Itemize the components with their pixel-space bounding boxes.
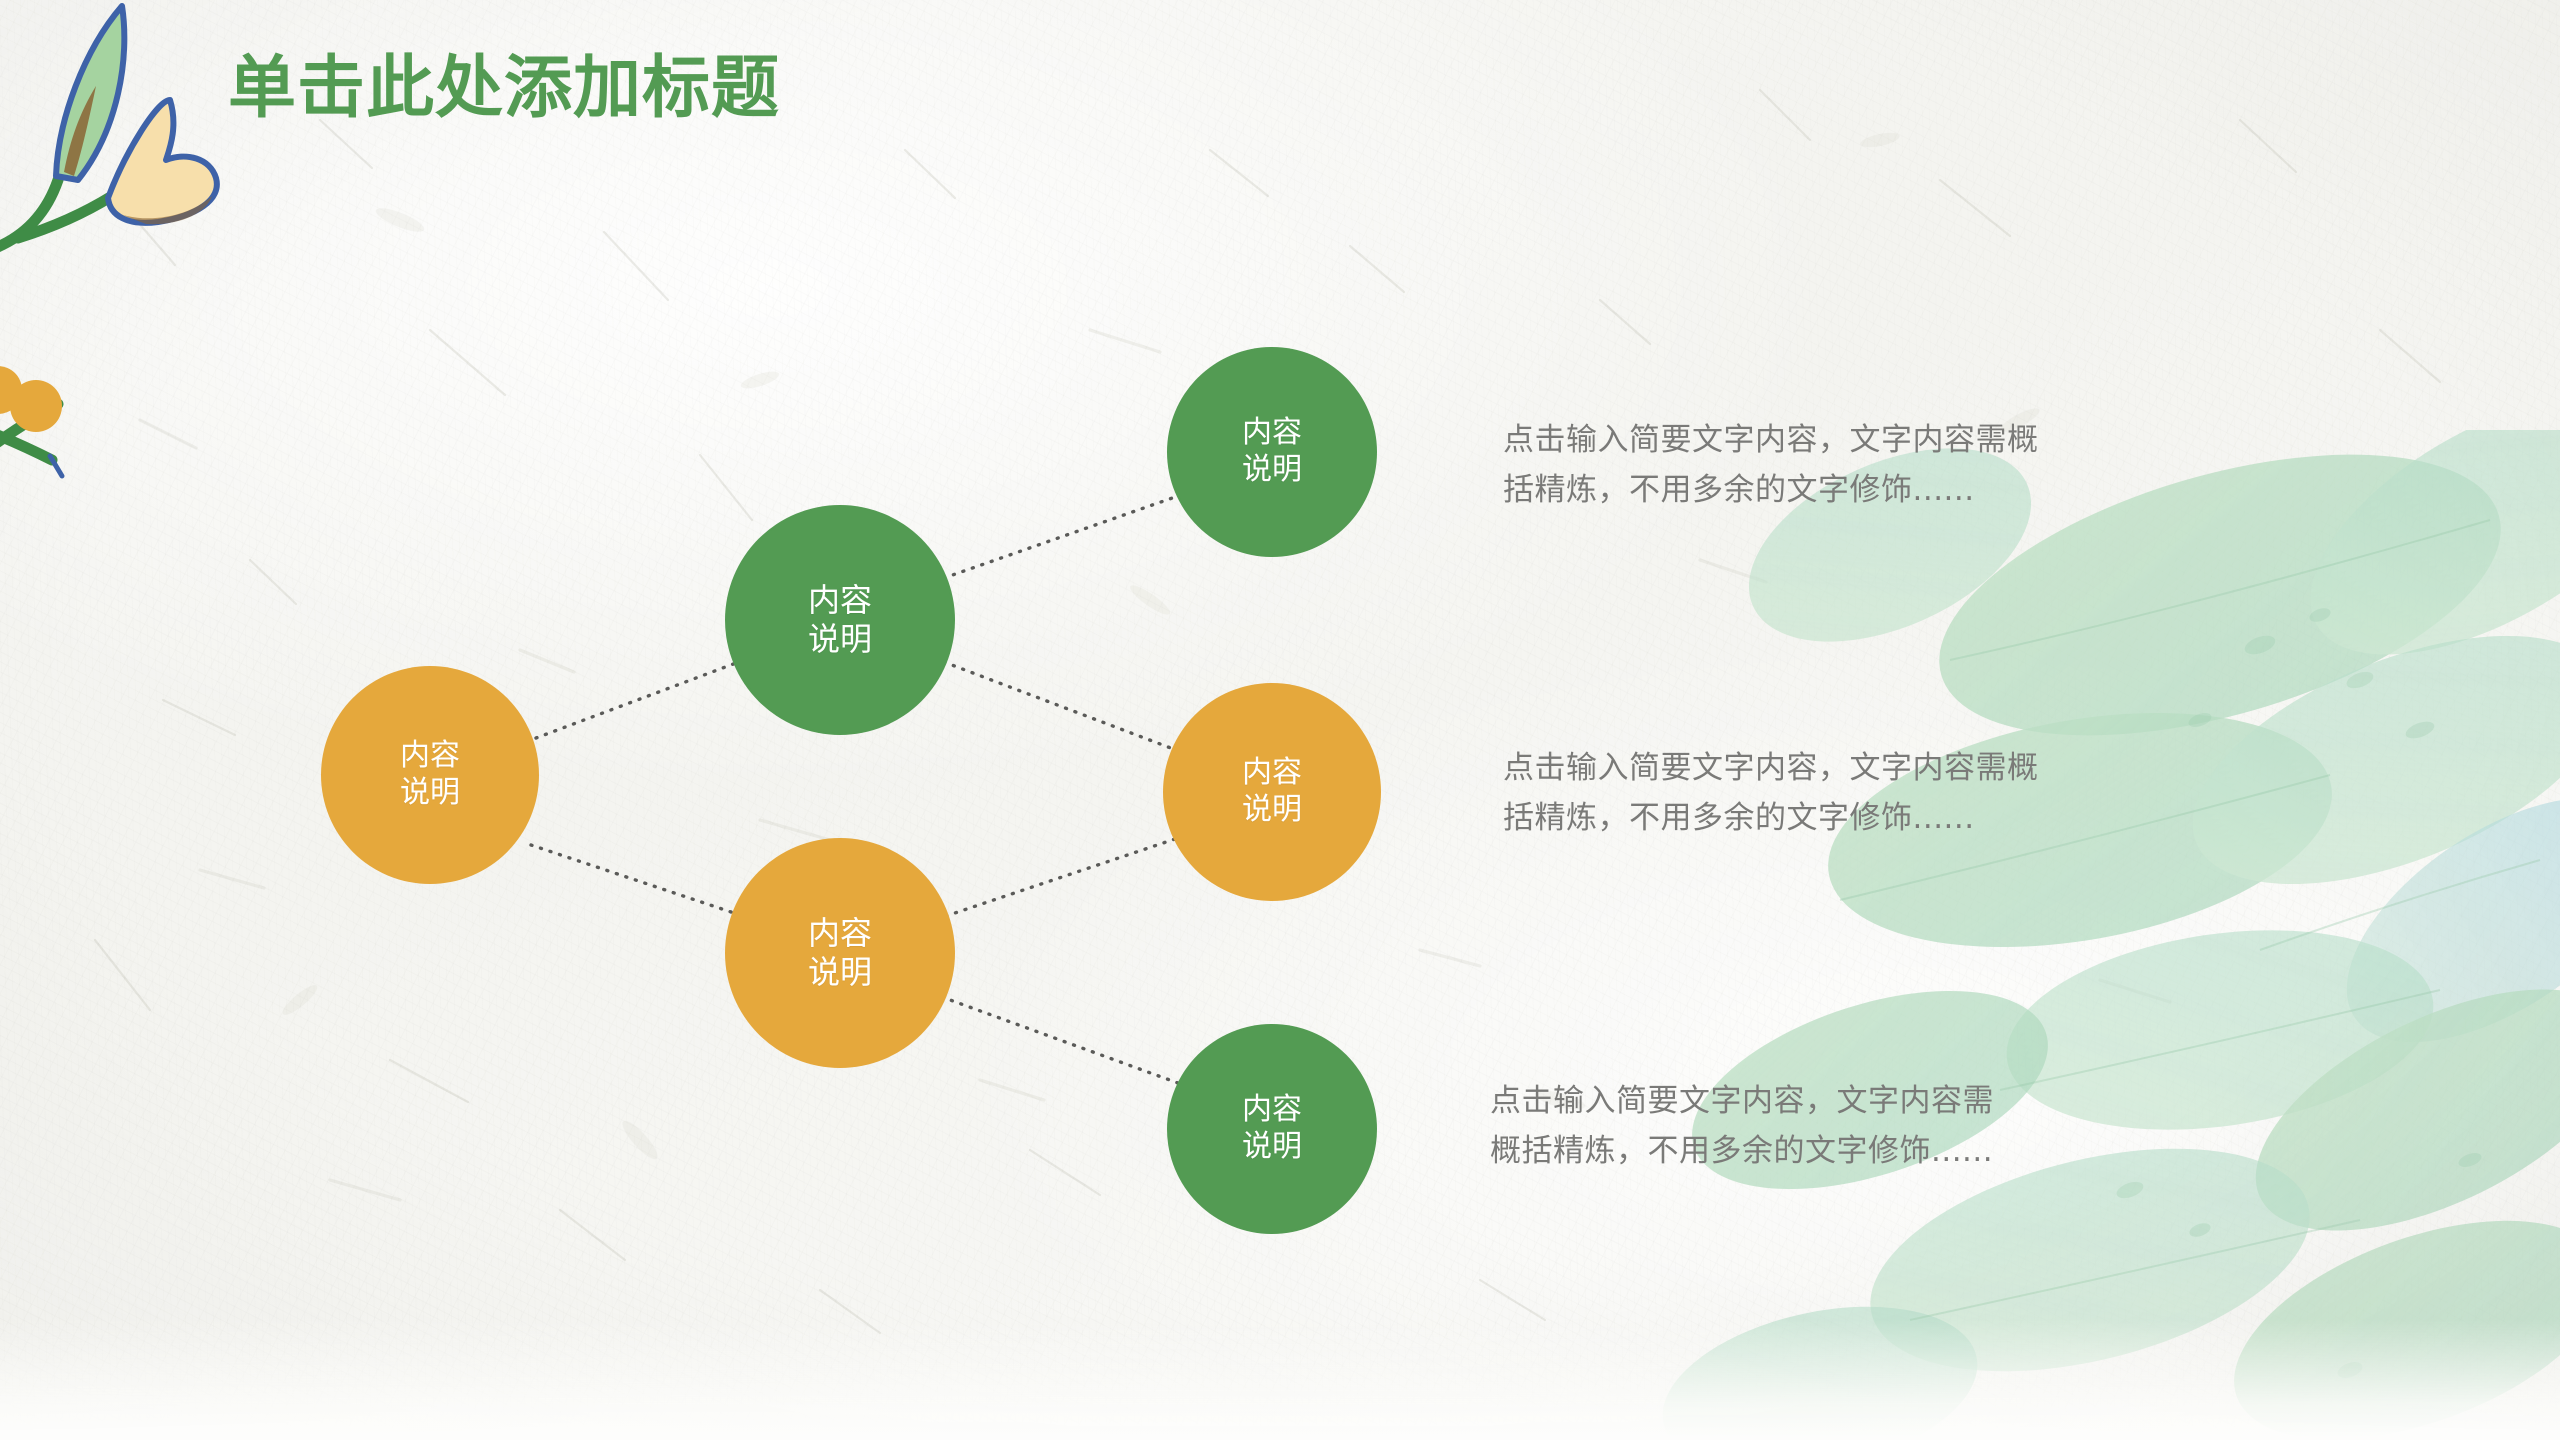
diagram-node-center-top[interactable]: 内容 说明 (727, 507, 953, 733)
description-text-3: 点击输入简要文字内容，文字内容需 概括精炼，不用多余的文字修饰...... (1490, 1076, 2320, 1176)
diagram-node-center-bottom[interactable]: 内容 说明 (727, 840, 953, 1066)
diagram-node-left[interactable]: 内容 说明 (323, 668, 537, 882)
page-title: 单击此处添加标题 (228, 49, 781, 128)
diagram-node-left-label: 内容 说明 (400, 738, 460, 810)
diagram-node-right-bottom-label: 内容 说明 (1242, 1092, 1302, 1164)
diagram-node-center-top-label: 内容 说明 (807, 580, 872, 658)
description-2-line-2: 括精炼，不用多余的文字修饰...... (1503, 800, 1975, 837)
description-3-line-1: 点击输入简要文字内容，文字内容需 (1490, 1083, 1994, 1119)
diagram-node-right-bottom[interactable]: 内容 说明 (1169, 1026, 1375, 1232)
description-2-line-1: 点击输入简要文字内容，文字内容需概 (1503, 750, 2039, 786)
diagram-node-right-top[interactable]: 内容 说明 (1169, 349, 1375, 555)
diagram-node-right-top-label: 内容 说明 (1242, 415, 1302, 487)
diagram-node-right-middle[interactable]: 内容 说明 (1165, 685, 1379, 899)
description-text-1: 点击输入简要文字内容，文字内容需概 括精炼，不用多余的文字修饰...... (1503, 415, 2333, 515)
description-text-2: 点击输入简要文字内容，文字内容需概 括精炼，不用多余的文字修饰...... (1503, 743, 2333, 843)
diagram-node-center-bottom-label: 内容 说明 (807, 913, 872, 991)
diagram-node-right-middle-label: 内容 说明 (1242, 755, 1302, 827)
description-3-line-2: 概括精炼，不用多余的文字修饰...... (1490, 1133, 1994, 1170)
description-1-line-2: 括精炼，不用多余的文字修饰...... (1503, 472, 1975, 509)
description-1-line-1: 点击输入简要文字内容，文字内容需概 (1503, 422, 2039, 458)
